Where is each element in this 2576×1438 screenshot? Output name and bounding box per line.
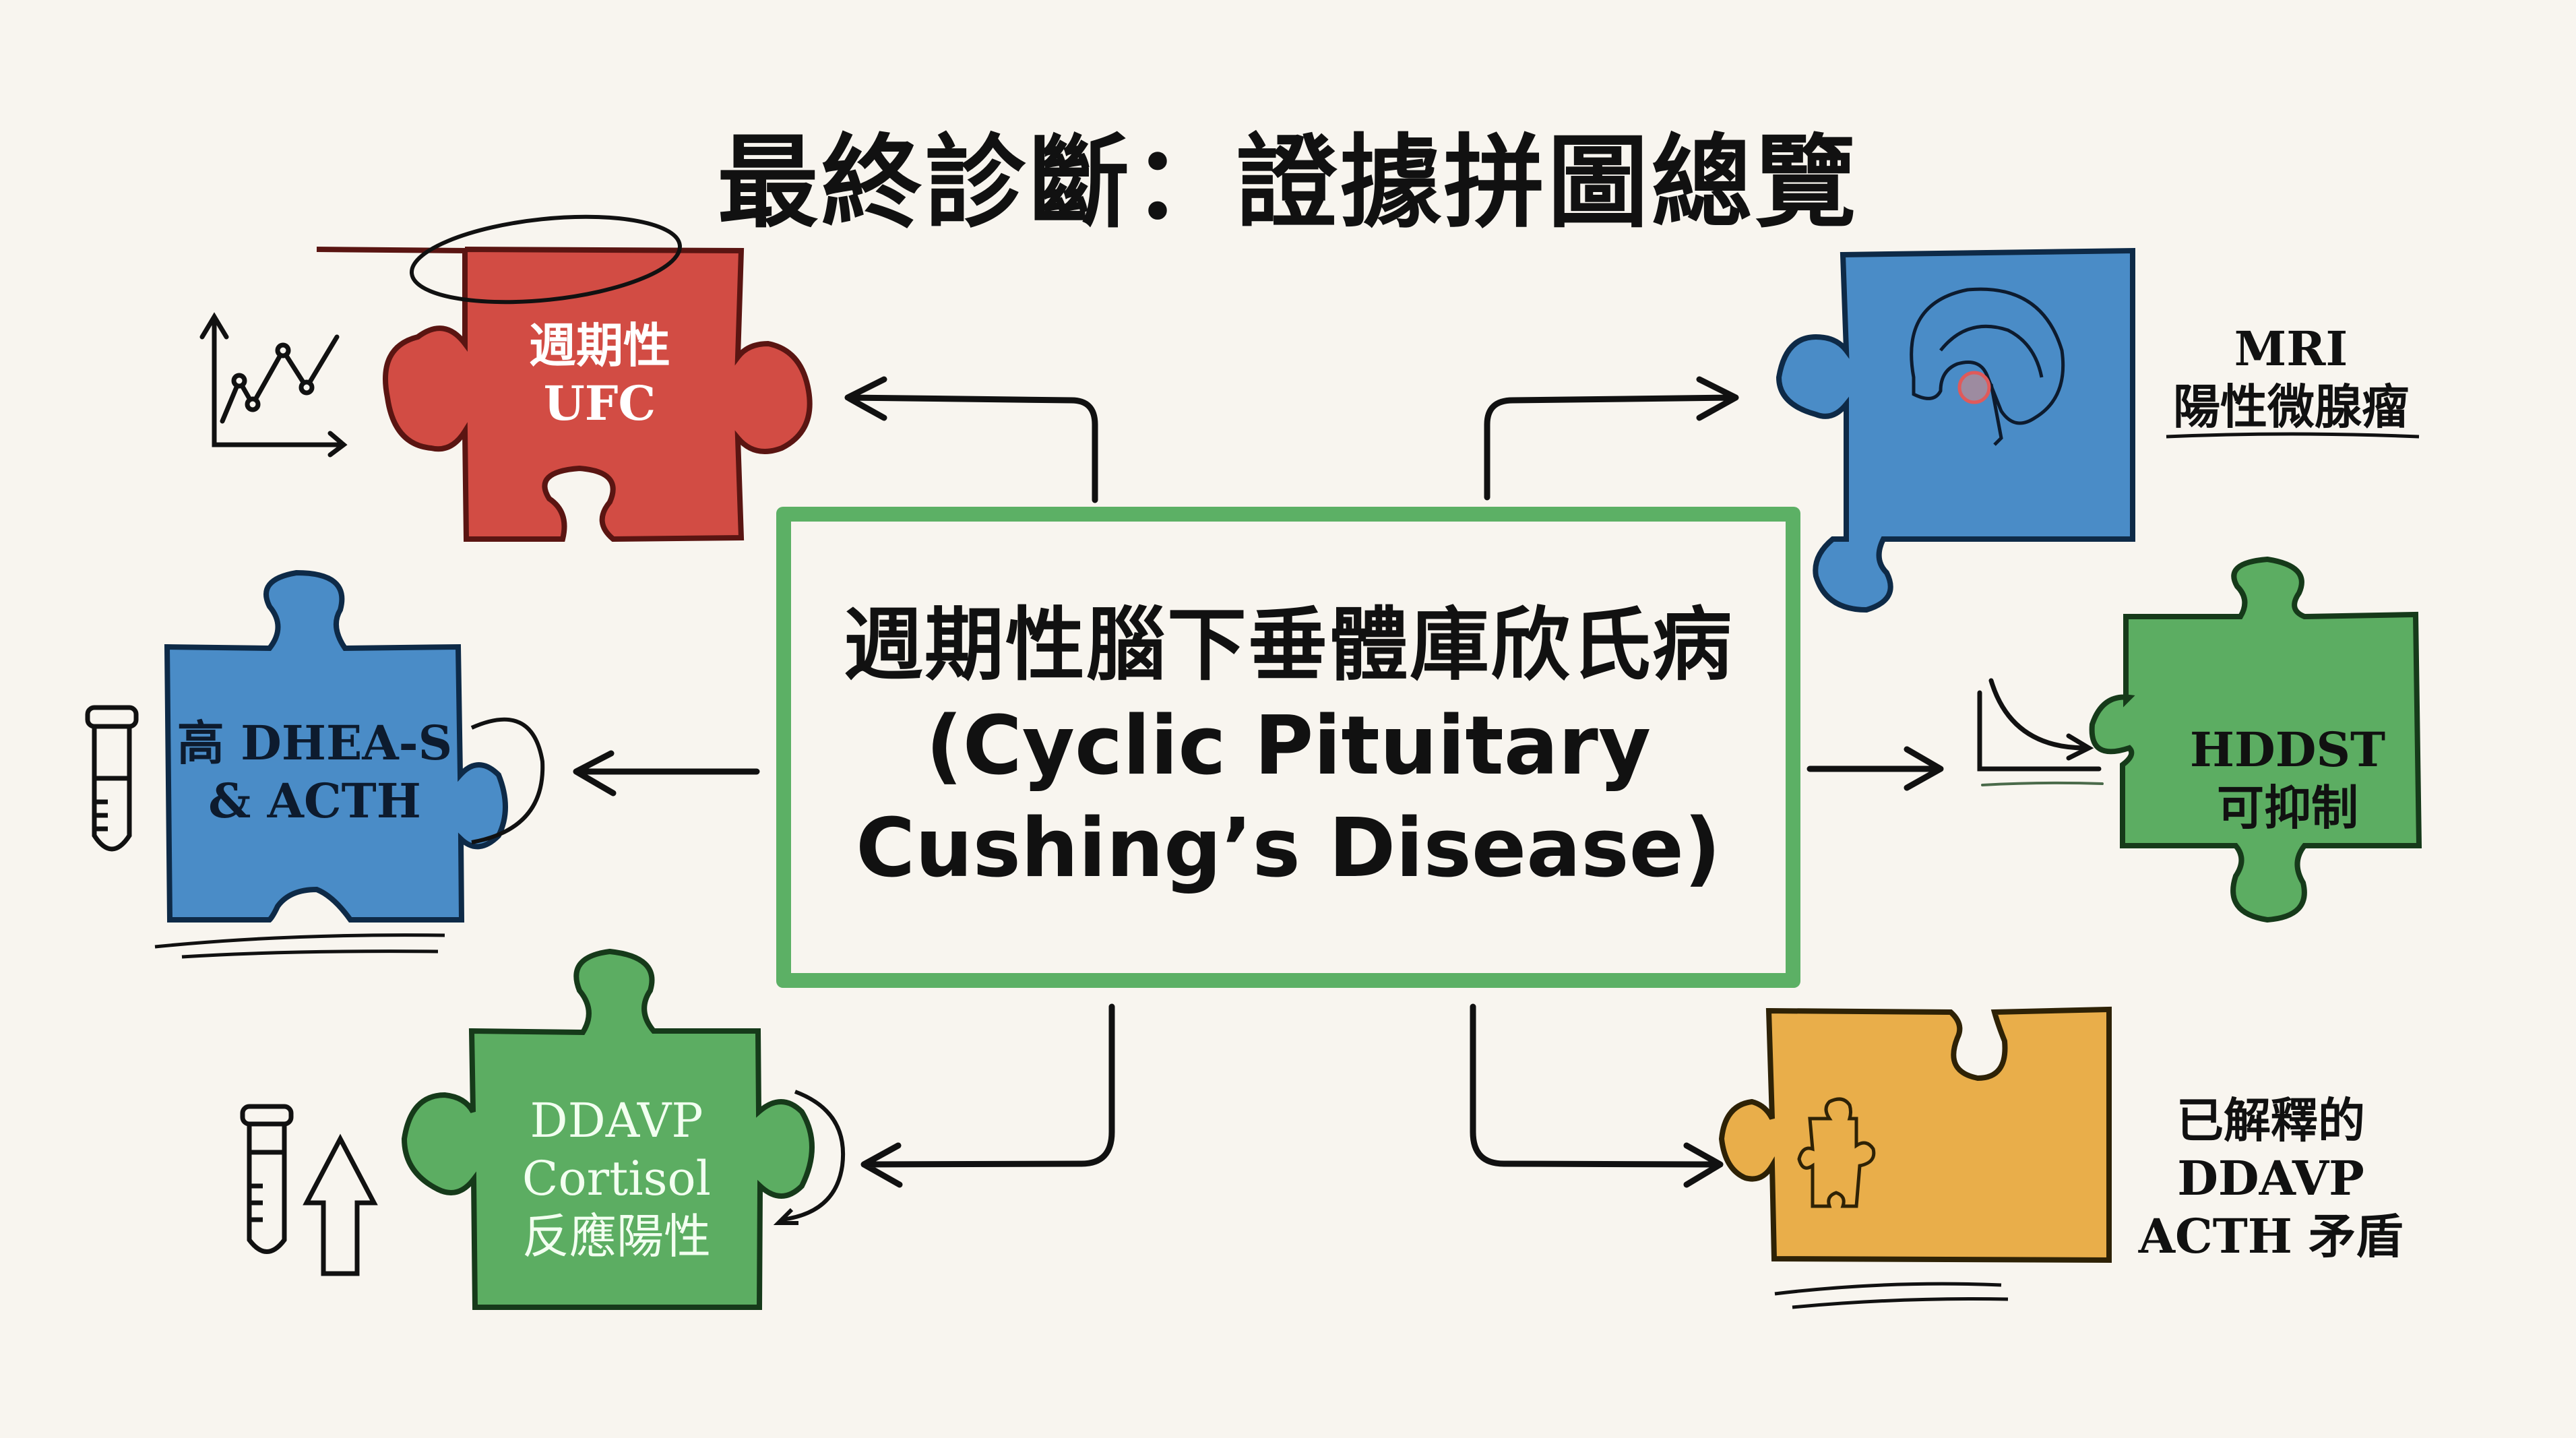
connector-arrow-top-right	[1484, 376, 1739, 501]
label-line: DDAVP	[2177, 1150, 2364, 1206]
connector-arrow-bottom-right	[1470, 1003, 1724, 1188]
puzzle-piece-ddavp-acth-resolved	[1718, 1006, 2112, 1263]
underline-icon	[2166, 432, 2420, 439]
puzzle-piece-cyclic-ufc	[316, 214, 813, 542]
diagnosis-en-line2: Cushing’s Disease)	[856, 802, 1721, 896]
piece-label-hddst: HDDST 可抑制	[2160, 721, 2416, 837]
circle-highlight-icon	[409, 214, 683, 305]
label-line: 高 DHEA-S	[177, 715, 453, 771]
side-label-ddavp-acth-resolved: 已解釋的 DDAVP ACTH 矛盾	[2129, 1092, 2412, 1265]
diagnosis-en-line1: (Cyclic Pituitary	[925, 699, 1652, 793]
label-line: ACTH 矛盾	[2138, 1208, 2404, 1264]
puzzle-piece-ddavp-cortisol	[401, 948, 846, 1310]
label-line: 陽性微腺瘤	[2173, 379, 2409, 435]
label-line: HDDST	[2189, 722, 2386, 778]
brain-icon	[1910, 287, 2065, 446]
diagnosis-zh: 週期性腦下垂體庫欣氏病	[843, 598, 1733, 691]
label-line: 已解釋的	[2176, 1092, 2365, 1148]
line-chart-icon	[199, 312, 348, 458]
motion-lines-icon	[154, 933, 445, 959]
puzzle-piece-high-dheas-acth	[164, 569, 545, 923]
motion-lines-icon	[1774, 1282, 2009, 1309]
label-line: UFC	[543, 375, 656, 431]
page-title: 最終診斷：證據拼圖總覽	[717, 125, 1859, 242]
label-line: & ACTH	[208, 773, 421, 829]
label-line: DDAVP	[530, 1093, 703, 1148]
puzzle-piece-icon	[1797, 1097, 1876, 1208]
label-line: 反應陽性	[522, 1209, 711, 1264]
decay-curve-icon	[1977, 678, 2104, 786]
puzzle-piece-hddst	[2089, 556, 2422, 923]
label-line: MRI	[2234, 321, 2348, 377]
piece-label-high-dheas-acth: 高 DHEA-S & ACTH	[170, 714, 460, 830]
piece-label-cyclic-ufc: 週期性 UFC	[465, 317, 734, 433]
connector-arrow-middle-left	[573, 750, 760, 796]
test-tube-icon	[85, 705, 139, 852]
piece-label-ddavp-cortisol: DDAVP Cortisol 反應陽性	[475, 1092, 758, 1265]
side-label-mri: MRI 陽性微腺瘤	[2163, 320, 2419, 436]
connector-arrow-bottom-left	[860, 1003, 1115, 1188]
test-tube-up-arrow-icon	[240, 1104, 378, 1276]
puzzle-piece-mri	[1776, 247, 2135, 613]
label-line: Cortisol	[522, 1151, 712, 1206]
connector-arrow-top-left	[844, 376, 1098, 503]
label-line: 可抑制	[2217, 780, 2358, 836]
diagnosis-box: 週期性腦下垂體庫欣氏病 (Cyclic Pituitary Cushing’s …	[776, 507, 1800, 988]
label-line: 週期性	[529, 317, 670, 373]
connector-arrow-middle-right	[1807, 746, 1944, 791]
